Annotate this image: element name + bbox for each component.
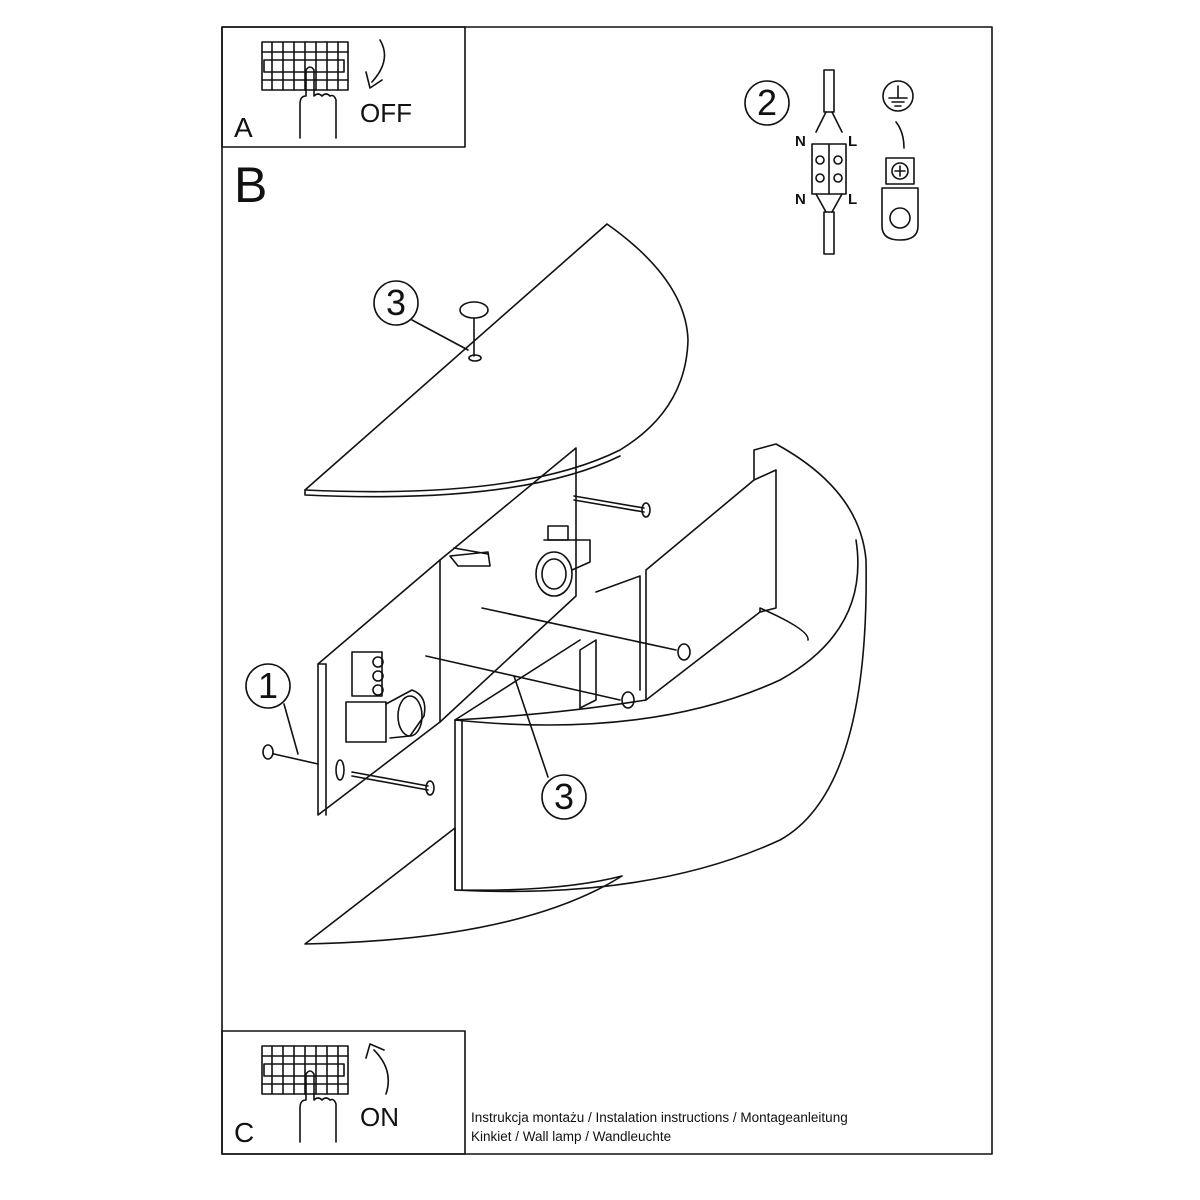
panel-c-label: C: [234, 1117, 255, 1148]
screw-icon: [459, 301, 489, 362]
arrow-down-icon: [365, 39, 386, 89]
bottom-cover: [304, 827, 623, 945]
wire-cable-icon: [815, 69, 843, 255]
callout-1-number: 1: [257, 665, 279, 706]
ground-icon: [882, 80, 914, 149]
lamp-shade-body: [454, 443, 867, 893]
circuit-breaker-icon: [261, 41, 349, 91]
panel-a-box: [221, 26, 466, 148]
off-label: OFF: [360, 98, 412, 128]
callout-circle-1: [245, 663, 291, 709]
panel-a-label: A: [234, 112, 253, 143]
callout-3-top-number: 3: [385, 282, 407, 323]
earth-terminal-icon: [881, 157, 919, 241]
outer-frame: [221, 26, 993, 1155]
callout-circle-3-top: [373, 280, 419, 326]
callout-circle-3-bottom: [541, 774, 587, 820]
arrow-up-icon: [365, 1043, 390, 1095]
wire-label-n-bottom: N: [795, 191, 806, 208]
wire-label-l-bottom: L: [848, 191, 858, 208]
on-label: ON: [360, 1102, 399, 1132]
footer-subtitle-line: Kinkiet / Wall lamp / Wandleuchte: [471, 1129, 672, 1144]
screw-icon: [573, 495, 651, 518]
panel-b-label: B: [234, 157, 268, 213]
wire-label-l-top: L: [848, 133, 858, 150]
panel-c-box: [221, 1030, 466, 1155]
screw-icon: [425, 607, 691, 709]
terminal-block-icon: [345, 651, 387, 743]
wall-plug-icon: [262, 744, 319, 765]
circuit-breaker-icon: [261, 1045, 349, 1095]
screw-icon: [335, 759, 435, 796]
footer-title-line: Instrukcja montażu / Instalation instruc…: [471, 1110, 848, 1125]
top-cover: [304, 223, 689, 493]
hand-icon: [299, 66, 337, 139]
lamp-socket-icon: [385, 689, 426, 739]
callout-3-bottom-number: 3: [553, 776, 575, 817]
wire-label-n-top: N: [795, 133, 806, 150]
callout-circle-2: [744, 80, 790, 126]
callout-2-number: 2: [756, 82, 778, 123]
hand-icon: [299, 1070, 337, 1143]
lamp-socket-icon: [535, 525, 591, 597]
terminal-block-icon: [811, 143, 847, 195]
